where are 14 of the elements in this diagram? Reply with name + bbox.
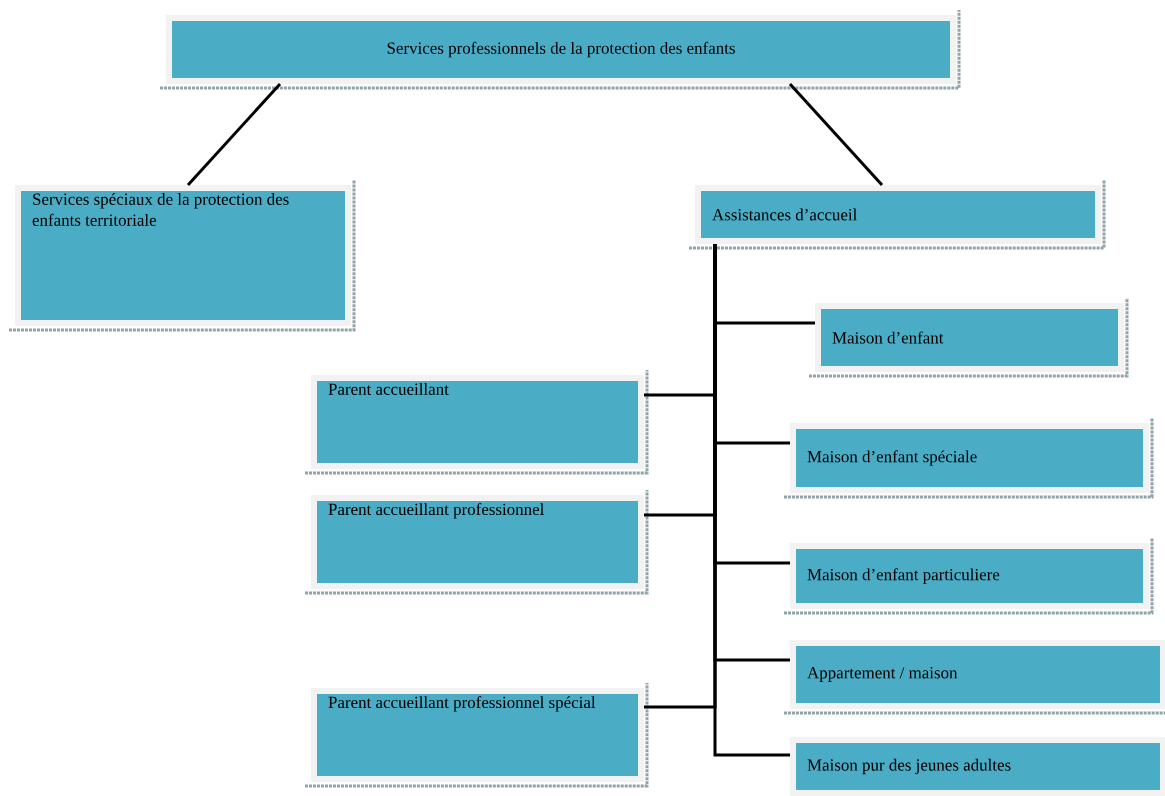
category-box: Maison d’enfant particuliere xyxy=(784,538,1154,615)
category-box: Maison d’enfant xyxy=(809,298,1129,378)
category-box: Parent accueillant professionnel xyxy=(305,490,649,595)
connector-line xyxy=(788,83,884,186)
connector-line xyxy=(186,83,282,186)
category-box: Appartement / maison xyxy=(784,635,1165,715)
category-box: Maison pur des jeunes adultes xyxy=(784,732,1165,796)
category-box: Parent accueillant xyxy=(305,370,649,475)
category-box: Parent accueillant professionnel spécial xyxy=(305,683,649,788)
category-box: Maison d’enfant spéciale xyxy=(784,418,1154,499)
connector-line xyxy=(713,244,790,757)
category-box: Assistances d’accueil xyxy=(689,180,1106,250)
category-box: Services professionnels de la protection des enfants xyxy=(160,10,961,90)
category-box: Services spéciaux de la protection des enfants territoriale xyxy=(9,180,356,332)
